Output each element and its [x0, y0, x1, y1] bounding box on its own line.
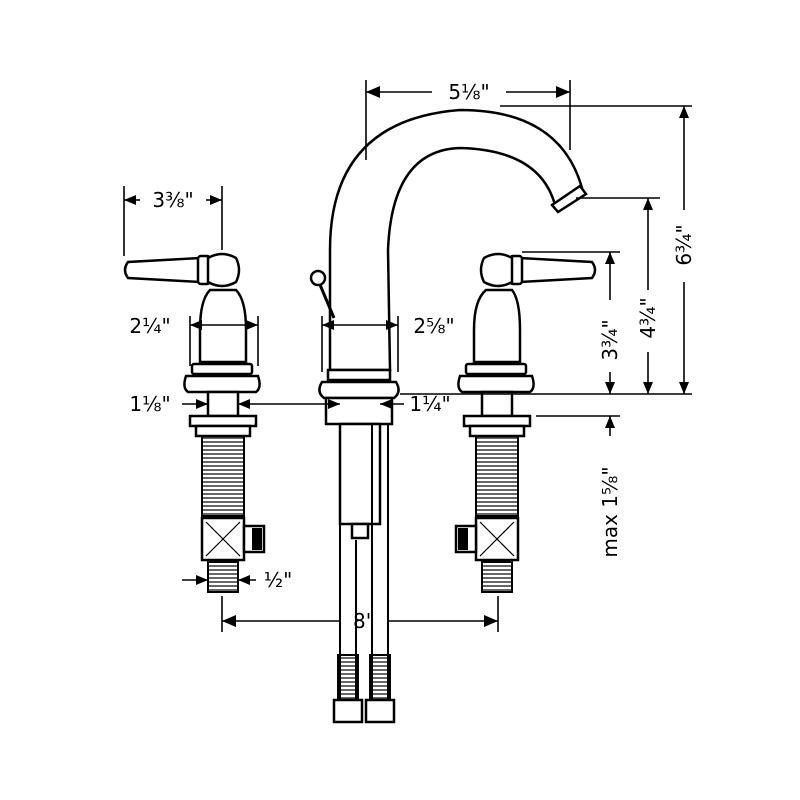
- handle-length-label: 3⅜": [152, 188, 193, 212]
- spout-outlet-height-label: 4¾": [636, 297, 660, 338]
- handle-shank-label: 1⅛": [129, 392, 170, 416]
- dim-spout-outlet-height: 4¾": [636, 198, 660, 394]
- dim-handle-length: 3⅜": [123, 186, 223, 256]
- dim-handle-body-width: 2¼": [129, 314, 259, 366]
- dim-spout-shank: 1¼": [262, 392, 451, 416]
- overall-height-label: 6¾": [672, 224, 696, 265]
- dim-spout-base-width: 2⅝": [321, 314, 455, 372]
- right-handle-valve: [454, 252, 597, 593]
- dim-handle-height: 3¾": [598, 252, 622, 394]
- handle-body-width-label: 2¼": [129, 314, 170, 338]
- dim-center-spread: 8": [221, 596, 499, 633]
- right-handle-body: [472, 288, 522, 364]
- spout-shank-label: 1¼": [409, 392, 450, 416]
- spout-base-width-label: 2⅝": [413, 314, 454, 338]
- dim-max-deck-thickness: max 1⅝": [598, 416, 622, 558]
- left-lever: [123, 256, 206, 284]
- spout: [309, 108, 588, 724]
- dim-handle-shank: 1⅛": [129, 392, 262, 416]
- center-spread-label: 8": [353, 609, 375, 633]
- left-handle-valve: [123, 252, 266, 593]
- right-lever: [514, 256, 597, 284]
- dim-spout-reach: 5⅛": [365, 80, 571, 160]
- dim-overall-height: 6¾": [672, 106, 696, 394]
- spout-reach-label: 5⅛": [448, 80, 489, 104]
- supply-connection-label: ½": [264, 568, 293, 592]
- max-deck-thickness-label: max 1⅝": [598, 466, 622, 557]
- dim-supply-connection: ½": [182, 568, 292, 592]
- handle-height-label: 3¾": [598, 319, 622, 360]
- left-handle-body: [198, 288, 248, 364]
